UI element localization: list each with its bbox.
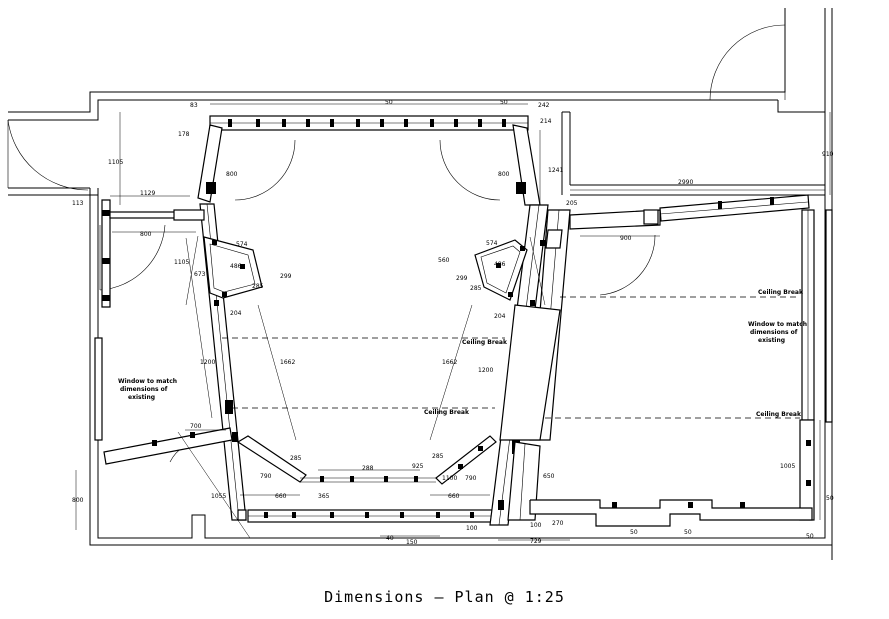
dim-729: 729 xyxy=(530,538,542,545)
dim-1055: 1055 xyxy=(211,493,226,500)
dim-790-r: 790 xyxy=(465,475,477,482)
note-ceiling-break-center-lower: Ceiling Break xyxy=(424,409,470,416)
dim-574-r: 574 xyxy=(486,240,498,247)
dim-204-l: 204 xyxy=(230,310,242,317)
dim-83: 83 xyxy=(190,102,198,109)
dim-365: 365 xyxy=(318,493,330,500)
right-framing xyxy=(489,124,571,526)
left-bay-unit xyxy=(203,236,263,299)
door-swings xyxy=(7,24,786,463)
dim-285-r: 285 xyxy=(470,285,482,292)
dim-113: 113 xyxy=(72,200,84,207)
dim-50-b2: 50 xyxy=(684,529,692,536)
note-window-left-1: Window to match xyxy=(118,378,177,385)
dim-800-door-l: 800 xyxy=(226,171,238,178)
dim-910: 910 xyxy=(822,151,834,158)
dim-1100: 1100 xyxy=(442,475,457,482)
dim-205: 205 xyxy=(566,200,578,207)
dim-925: 925 xyxy=(412,463,424,470)
dim-242: 242 xyxy=(538,102,550,109)
dim-650: 650 xyxy=(543,473,555,480)
dim-299-l: 299 xyxy=(280,273,292,280)
dim-100-a: 100 xyxy=(466,525,478,532)
note-window-left-2: dimensions of xyxy=(120,386,168,393)
note-window-right-1: Window to match xyxy=(748,321,807,328)
dim-790-l: 790 xyxy=(260,473,272,480)
bottom-right-bay xyxy=(435,435,497,485)
dim-299-r: 299 xyxy=(456,275,468,282)
ceiling-break-lines xyxy=(222,296,800,419)
dim-150: 150 xyxy=(406,539,418,546)
note-ceiling-break-right-top: Ceiling Break xyxy=(758,289,804,296)
dim-50-b1: 50 xyxy=(630,529,638,536)
dim-204-r: 204 xyxy=(494,313,506,320)
dim-100-b: 100 xyxy=(530,522,542,529)
dim-700: 700 xyxy=(190,423,202,430)
note-ceiling-break-center-upper: Ceiling Break xyxy=(462,339,508,346)
dim-800-door-r: 800 xyxy=(498,171,510,178)
dim-50-b3: 50 xyxy=(826,495,834,502)
dim-1200-l: 1200 xyxy=(200,359,215,366)
dim-1662-r: 1662 xyxy=(442,359,457,366)
dimension-labels: 50 83 178 50 242 214 1105 910 800 800 12… xyxy=(72,99,834,546)
dim-2990: 2990 xyxy=(678,179,693,186)
dim-1129: 1129 xyxy=(140,190,155,197)
drawing-caption: Dimensions — Plan @ 1:25 xyxy=(324,588,565,606)
floor-plan-drawing: 50 83 178 50 242 214 1105 910 800 800 12… xyxy=(7,8,834,560)
dim-285-l: 285 xyxy=(252,283,264,290)
note-window-right-3: existing xyxy=(758,337,785,344)
dim-1662-l: 1662 xyxy=(280,359,295,366)
dim-800-left-win: 800 xyxy=(140,231,152,238)
plan-notes: Window to match dimensions of existing W… xyxy=(118,289,807,418)
dim-660-r: 660 xyxy=(448,493,460,500)
dim-40: 40 xyxy=(386,535,394,542)
dimension-lines xyxy=(75,103,831,541)
dim-800-bl: 800 xyxy=(72,497,84,504)
dim-1005: 1005 xyxy=(780,463,795,470)
bottom-left-bay xyxy=(236,435,495,523)
dim-178: 178 xyxy=(178,131,190,138)
dim-1105-left: 1105 xyxy=(174,259,189,266)
right-extension xyxy=(529,194,833,527)
dim-50-tr: 50 xyxy=(500,99,508,106)
dim-1241: 1241 xyxy=(548,167,563,174)
dim-486-r: 486 xyxy=(494,261,506,268)
top-beam xyxy=(209,115,529,131)
right-bay-unit xyxy=(474,239,528,301)
dim-673: 673 xyxy=(194,271,206,278)
dim-1200-r: 1200 xyxy=(478,367,493,374)
note-ceiling-break-right-bottom: Ceiling Break xyxy=(756,411,802,418)
note-window-right-2: dimensions of xyxy=(750,329,798,336)
dim-660-l: 660 xyxy=(275,493,287,500)
dim-560: 560 xyxy=(438,257,450,264)
dim-900: 900 xyxy=(620,235,632,242)
dim-288: 288 xyxy=(362,465,374,472)
dim-486-l: 486 xyxy=(230,263,242,270)
dim-285-br: 285 xyxy=(432,453,444,460)
dim-1105-top: 1105 xyxy=(108,159,123,166)
dim-50-top: 50 xyxy=(385,99,393,106)
dim-50-b4: 50 xyxy=(806,533,814,540)
dim-270: 270 xyxy=(552,520,564,527)
dim-285-bl: 285 xyxy=(290,455,302,462)
dim-574-l: 574 xyxy=(236,241,248,248)
dim-214: 214 xyxy=(540,118,552,125)
existing-walls xyxy=(8,8,833,560)
note-window-left-3: existing xyxy=(128,394,155,401)
